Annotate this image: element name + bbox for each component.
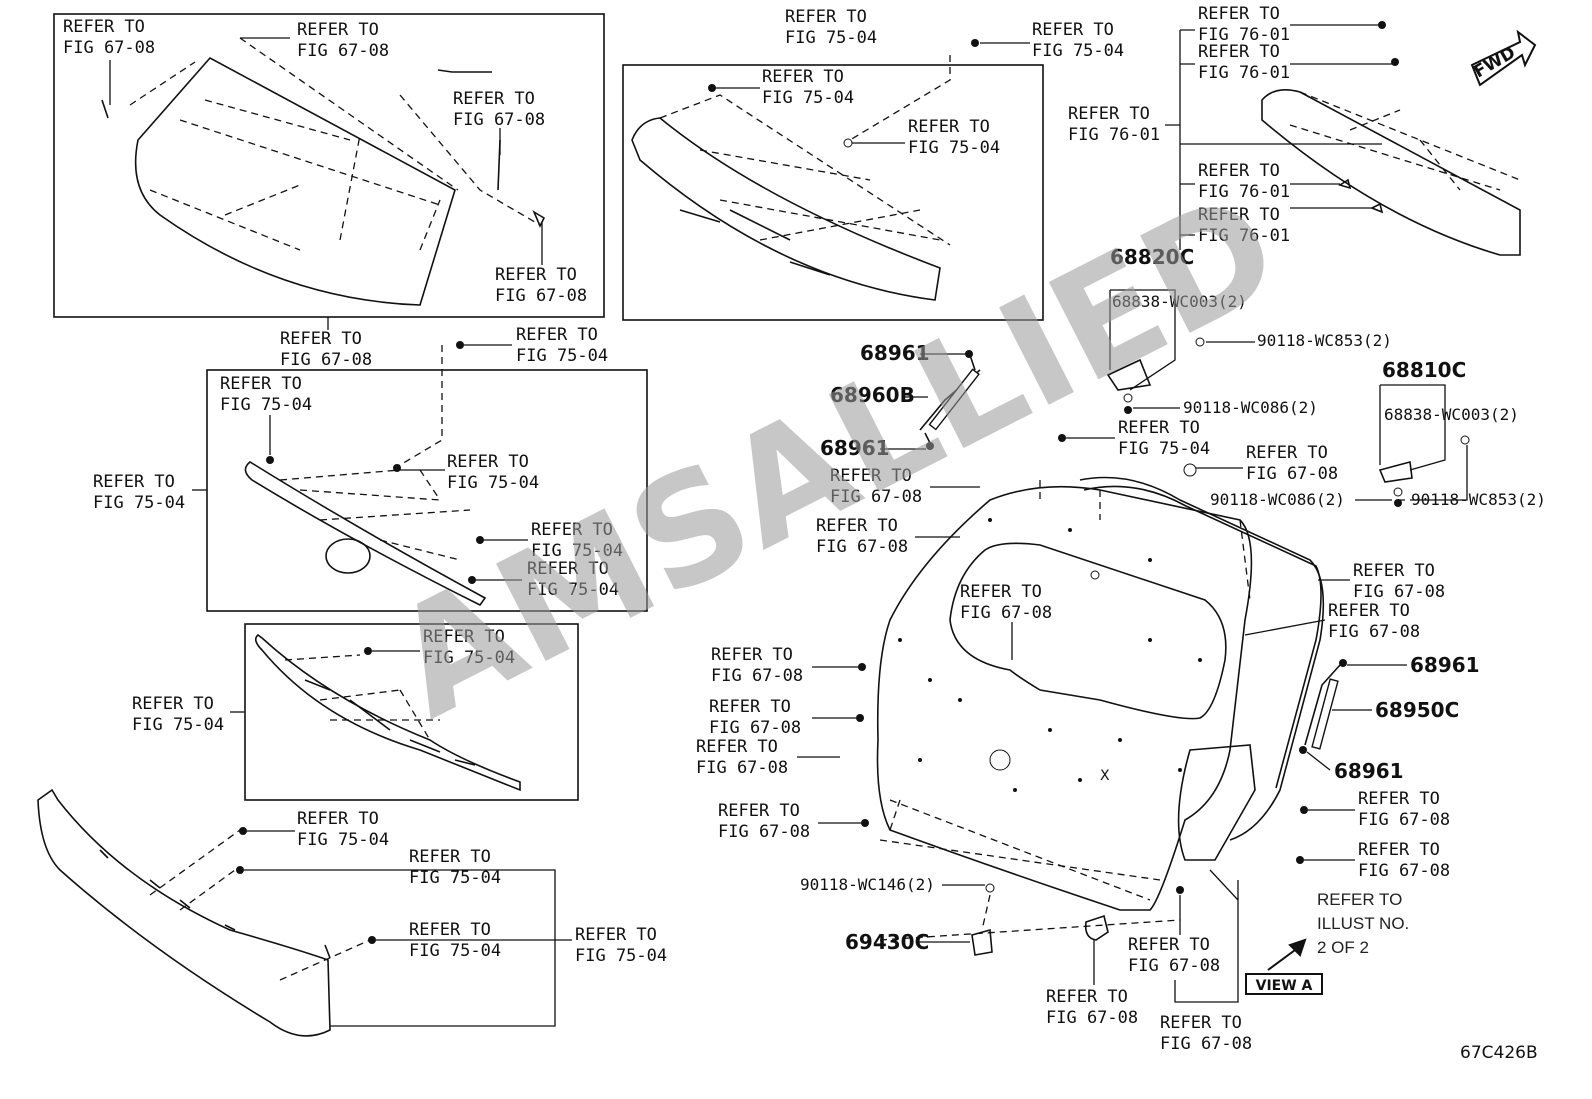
part-number: 68810C (1382, 358, 1466, 382)
upper-garnish-box (622, 64, 1044, 321)
leader (244, 869, 572, 1027)
back-door-panel: X (876, 476, 1325, 941)
leader (1379, 384, 1446, 471)
part-number: 90118-WC853(2) (1411, 490, 1546, 509)
license-plate-garnish (254, 633, 521, 792)
part-number: 68961 (820, 436, 890, 460)
fwd-arrow-icon: FWD (1471, 29, 1537, 87)
view-a-box (1245, 973, 1323, 995)
part-number: 90118-WC086(2) (1183, 398, 1318, 417)
part-number: 90118-WC853(2) (1257, 331, 1392, 350)
leader (1165, 29, 1382, 250)
part-number: 68961 (1410, 653, 1480, 677)
part-number: 68838-WC003(2) (1384, 405, 1519, 424)
part-number: 68820C (1110, 245, 1194, 269)
view-arrow-icon (1267, 938, 1307, 971)
part-number: 90118-WC086(2) (1210, 490, 1345, 509)
leader (1306, 751, 1331, 771)
svg-text:X: X (1100, 768, 1110, 784)
rear-spoiler (1261, 21, 1521, 256)
right-gas-strut (1299, 659, 1347, 754)
part-number: 90118-WC146(2) (800, 875, 935, 894)
part-number: 68961 (860, 341, 930, 365)
leader (1290, 24, 1395, 209)
part-number: 68960B (830, 383, 915, 407)
part-number: 68950C (1375, 698, 1459, 722)
leader (1398, 445, 1468, 501)
leader (1244, 619, 1326, 636)
leader (1109, 289, 1176, 391)
lower-garnish (37, 788, 376, 1037)
hinge-68820c (1106, 337, 1205, 414)
hinge-68810c (1378, 435, 1470, 507)
left-gas-strut (919, 350, 981, 450)
glass-group-box (53, 13, 605, 318)
back-door-garnish (244, 341, 487, 607)
part-number: 69430C (845, 930, 929, 954)
bumper-stopper (971, 883, 995, 956)
leader (1174, 869, 1239, 1003)
view-a-label: VIEW A (1256, 978, 1313, 994)
fwd-label: FWD (1471, 43, 1520, 83)
part-number: 68961 (1334, 759, 1404, 783)
back-window-glass (101, 37, 546, 306)
part-number: 68838-WC003(2) (1112, 292, 1247, 311)
drawing-code: 67C426B (1460, 1043, 1538, 1063)
